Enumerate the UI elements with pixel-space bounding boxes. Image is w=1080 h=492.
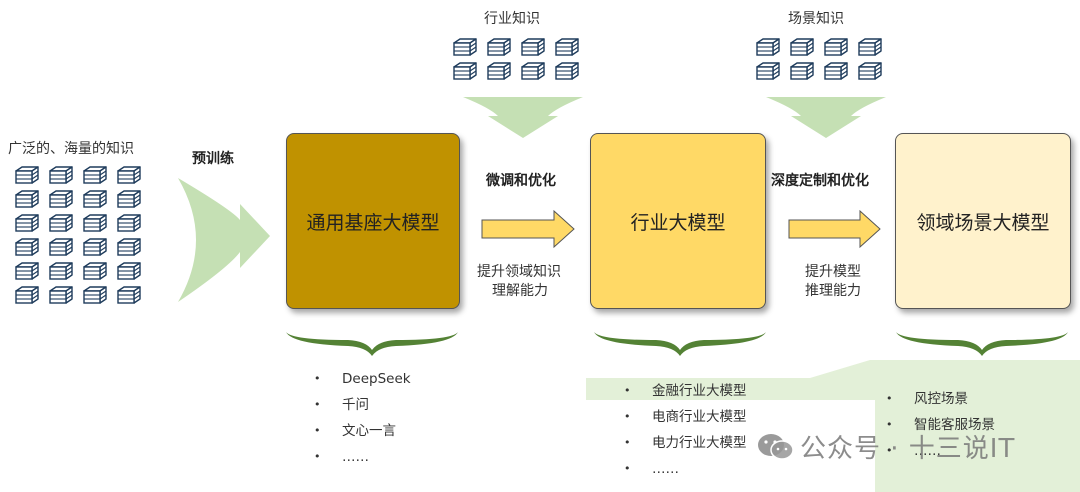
list-item: •…… <box>624 461 679 477</box>
pretrain-label: 预训练 <box>192 151 234 167</box>
list-item: •金融行业大模型 <box>624 383 747 399</box>
knowledge-label: 广泛的、海量的知识 <box>8 141 134 157</box>
database-cube-icon <box>554 62 580 80</box>
list-item: •…… <box>314 449 369 465</box>
industry-knowledge-icon-grid <box>452 38 580 80</box>
database-cube-icon <box>755 38 781 56</box>
scene-knowledge-down-arrow <box>766 97 886 138</box>
database-cube-icon <box>857 62 883 80</box>
database-cube-icon <box>48 166 74 184</box>
customize-effect-line1: 提升模型 <box>805 264 861 280</box>
database-cube-icon <box>789 62 815 80</box>
finetune-effect-line1: 提升领域知识 <box>477 264 561 280</box>
database-cube-icon <box>82 166 108 184</box>
general-model-box: 通用基座大模型 <box>286 133 460 309</box>
database-cube-icon <box>486 62 512 80</box>
industry-brace <box>594 332 766 356</box>
database-cube-icon <box>554 38 580 56</box>
industry-model-box: 行业大模型 <box>590 133 766 309</box>
domain-model-box: 领域场景大模型 <box>895 133 1071 309</box>
database-cube-icon <box>116 190 142 208</box>
domain-brace <box>896 332 1068 356</box>
industry-model-list: •金融行业大模型 •电商行业大模型 •电力行业大模型 •…… <box>622 378 747 482</box>
database-cube-icon <box>116 238 142 256</box>
database-cube-icon <box>857 38 883 56</box>
list-item: •文心一言 <box>314 423 396 439</box>
database-cube-icon <box>48 286 74 304</box>
list-item: •电商行业大模型 <box>624 409 747 425</box>
list-item: •电力行业大模型 <box>624 435 747 451</box>
database-cube-icon <box>82 286 108 304</box>
list-item: •…… <box>886 443 941 459</box>
wechat-icon <box>758 434 794 460</box>
database-cube-icon <box>755 62 781 80</box>
database-cube-icon <box>48 262 74 280</box>
list-item: •智能客服场景 <box>886 417 995 433</box>
database-cube-icon <box>48 238 74 256</box>
database-cube-icon <box>82 214 108 232</box>
database-cube-icon <box>82 190 108 208</box>
industry-knowledge-down-arrow <box>463 97 583 138</box>
database-cube-icon <box>14 214 40 232</box>
list-item: •DeepSeek <box>314 371 411 387</box>
database-cube-icon <box>14 190 40 208</box>
database-cube-icon <box>14 166 40 184</box>
finetune-effect-line2: 理解能力 <box>492 283 548 299</box>
domain-model-label: 领域场景大模型 <box>916 211 1050 234</box>
database-cube-icon <box>789 38 815 56</box>
database-cube-icon <box>48 214 74 232</box>
general-brace <box>286 332 458 356</box>
database-cube-icon <box>14 238 40 256</box>
database-cube-icon <box>486 38 512 56</box>
database-cube-icon <box>48 190 74 208</box>
database-cube-icon <box>452 38 478 56</box>
database-cube-icon <box>14 286 40 304</box>
general-model-list: •DeepSeek •千问 •文心一言 •…… <box>312 366 411 470</box>
database-cube-icon <box>14 262 40 280</box>
finetune-label: 微调和优化 <box>486 173 556 189</box>
customize-label: 深度定制和优化 <box>771 173 869 189</box>
finetune-arrow <box>481 209 575 249</box>
database-cube-icon <box>116 262 142 280</box>
database-cube-icon <box>520 62 546 80</box>
watermark-text: 公众号 · 十三说IT <box>800 434 1016 464</box>
database-cube-icon <box>82 262 108 280</box>
scene-knowledge-icon-grid <box>755 38 883 80</box>
customize-effect-line2: 推理能力 <box>805 283 861 299</box>
scene-knowledge-label: 场景知识 <box>788 11 844 27</box>
database-cube-icon <box>823 38 849 56</box>
industry-knowledge-label: 行业知识 <box>484 11 540 27</box>
general-model-label: 通用基座大模型 <box>306 211 440 234</box>
database-cube-icon <box>520 38 546 56</box>
knowledge-icon-grid <box>14 166 142 304</box>
list-item: •风控场景 <box>886 391 968 407</box>
database-cube-icon <box>82 238 108 256</box>
database-cube-icon <box>452 62 478 80</box>
database-cube-icon <box>116 286 142 304</box>
list-item: •千问 <box>314 397 369 413</box>
database-cube-icon <box>116 166 142 184</box>
industry-model-label: 行业大模型 <box>630 211 726 234</box>
customize-arrow <box>788 209 881 249</box>
database-cube-icon <box>823 62 849 80</box>
domain-model-list: •风控场景 •智能客服场景 •…… <box>884 386 995 464</box>
database-cube-icon <box>116 214 142 232</box>
pretrain-arrow <box>178 178 270 302</box>
